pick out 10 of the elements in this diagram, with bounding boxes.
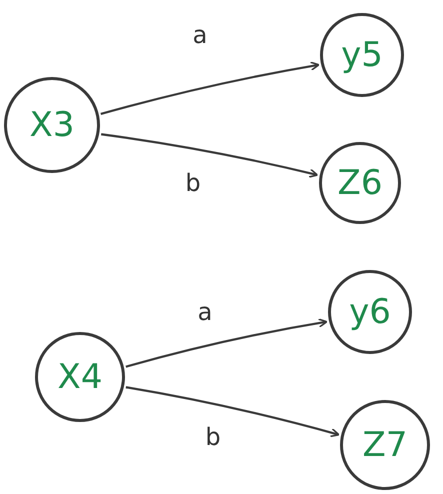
arrow: [100, 61, 320, 116]
node-label: Z6: [338, 163, 382, 203]
node-label: Z7: [362, 425, 408, 465]
node-label: y6: [349, 292, 391, 332]
node-label: X4: [58, 357, 102, 397]
arrow: [100, 133, 318, 178]
arrow: [126, 386, 340, 438]
arrow: [126, 318, 328, 368]
node-label: X3: [30, 105, 74, 145]
node-label: y5: [341, 35, 383, 75]
